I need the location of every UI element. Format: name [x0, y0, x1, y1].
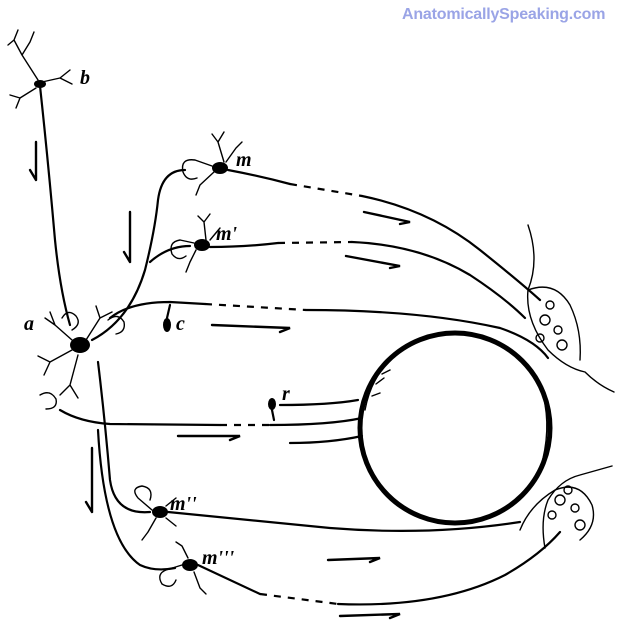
nerve-a-to-m1 [148, 244, 192, 264]
label-a: a [24, 313, 34, 335]
eyeball [357, 330, 553, 526]
label-c: c [176, 313, 185, 335]
label-m: m [236, 149, 252, 171]
neuron-m1 [170, 213, 527, 320]
muscle-bundle-upper [526, 224, 615, 393]
label-m3: m''' [202, 547, 235, 569]
label-m1: m' [216, 223, 238, 245]
muscle-bundle-lower [519, 465, 613, 549]
neuron-r [220, 398, 364, 445]
neuron-b [7, 29, 73, 327]
nerve-a-to-r [58, 408, 222, 427]
nerve-a-to-m3 [96, 428, 177, 571]
neuron-m3 [159, 530, 562, 606]
neuron-m2 [134, 485, 522, 541]
label-b: b [80, 67, 90, 89]
label-m2: m'' [170, 493, 197, 515]
direction-arrows [28, 140, 411, 620]
nerve-a-to-c [108, 300, 207, 320]
neuron-m [181, 131, 542, 302]
nerve-a-to-m2 [96, 360, 152, 514]
label-r: r [282, 383, 290, 405]
nerve-a-to-m [90, 168, 187, 342]
watermark-text: AnatomicallySpeaking.com [402, 6, 606, 23]
neuron-c [163, 302, 550, 360]
neuron-a [37, 305, 126, 410]
